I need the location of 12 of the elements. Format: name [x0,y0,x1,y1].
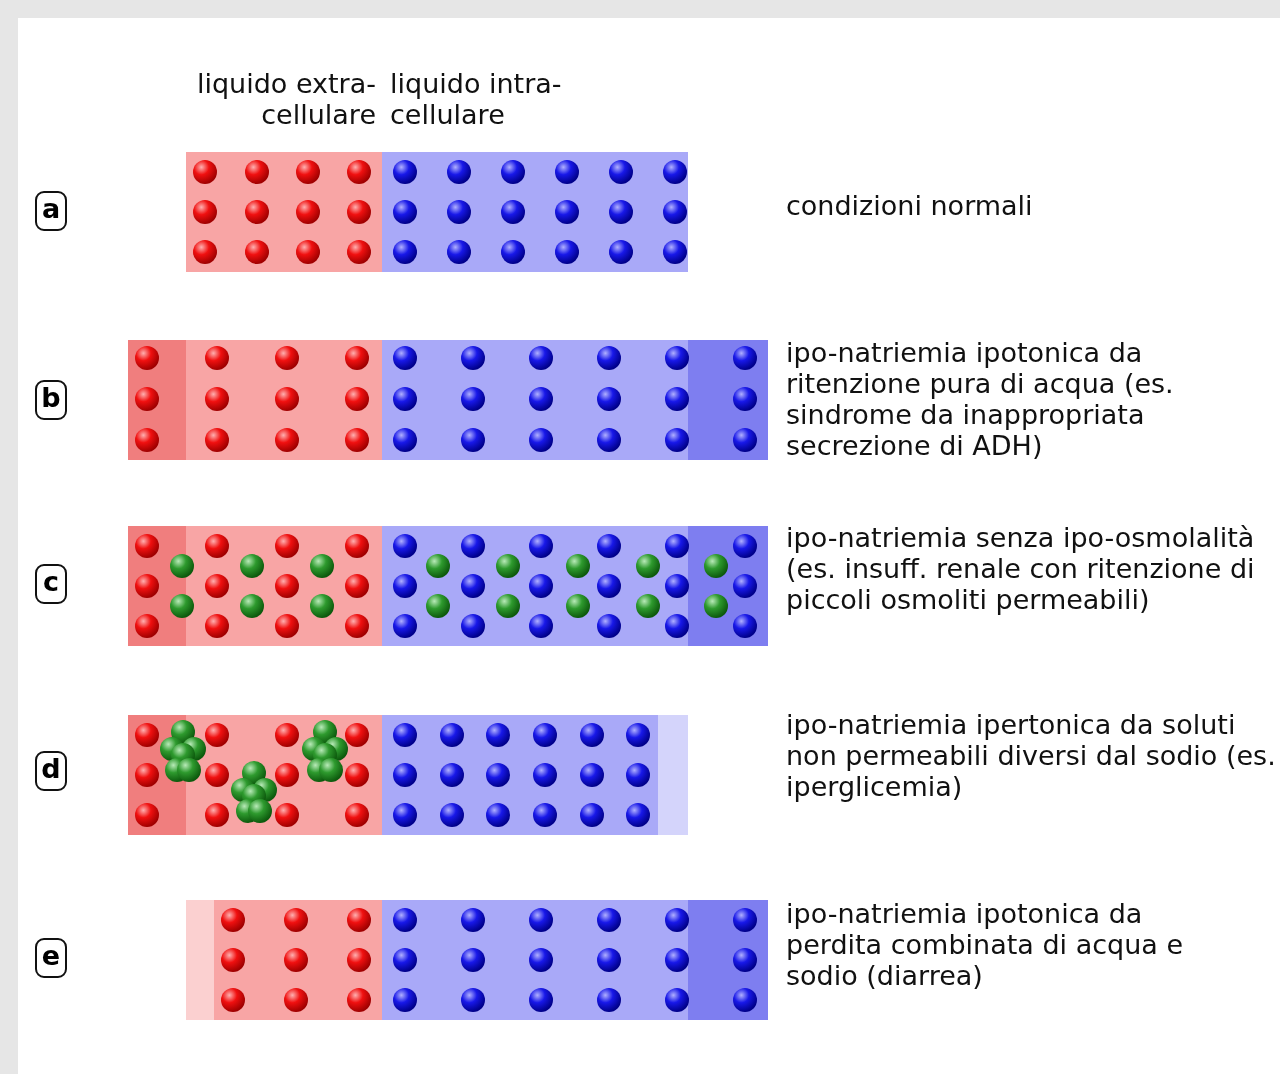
condition-description: ipo-natriemia senza ipo-osmolalità (es. insuff. renale con ritenzione di piccoli osmoliti permeabili) [786,522,1256,615]
compartment-label: liquido intra-cellulare [390,68,563,130]
panel-letter: c [35,564,67,604]
condition-description: condizioni normali [786,190,1034,221]
condition-description: ipo-natriemia ipotonica da perdita combinata di acqua e sodio (diarrea) [786,898,1184,991]
panel-letter: b [35,380,67,420]
panel-letter: e [35,938,67,978]
compartment-label: liquido extra-cellulare [195,68,376,130]
condition-description: ipo-natriemia ipotonica da ritenzione pura di acqua (es. sindrome da inappropriata secrezione di ADH) [786,337,1175,461]
panel-letter: a [35,191,67,231]
condition-description: ipo-natriemia ipertonica da soluti non permeabili diversi dal sodio (es. iperglicemia) [786,709,1276,802]
panel-letter: d [35,751,67,791]
